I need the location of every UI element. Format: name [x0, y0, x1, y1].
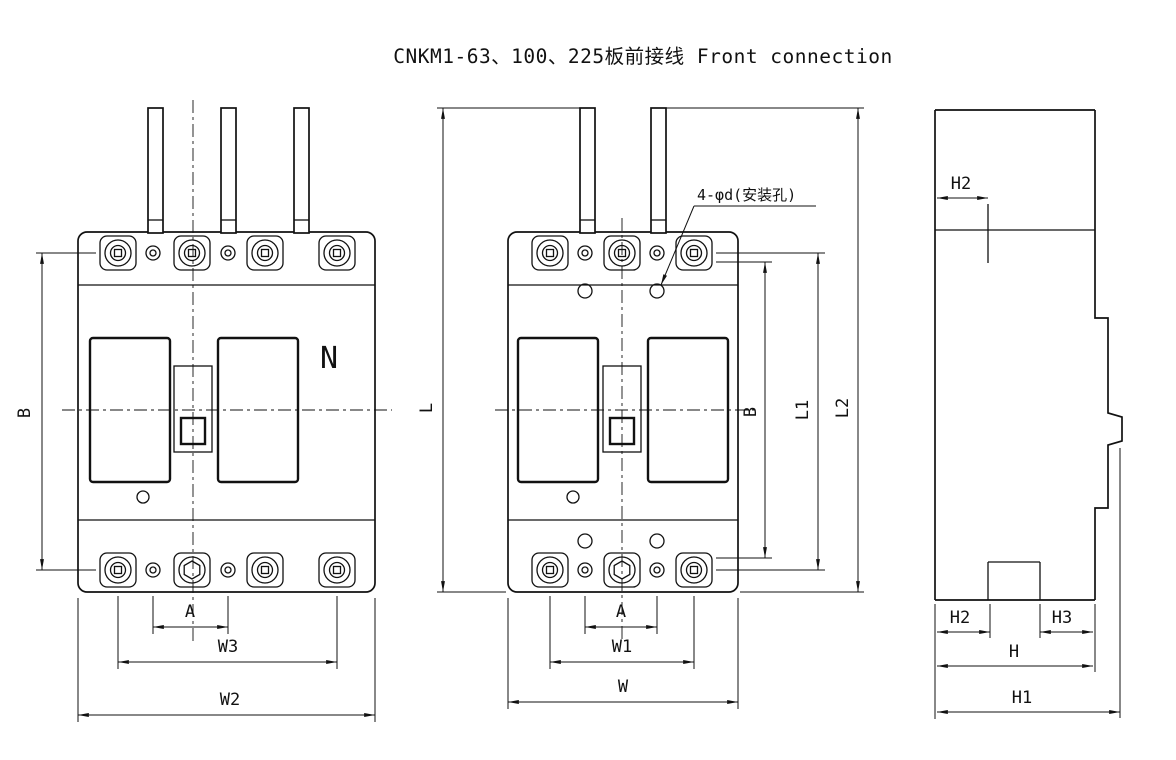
- mounting-note: 4-φd(安装孔): [697, 186, 796, 204]
- escutcheon: [88, 336, 300, 504]
- button-hole: [136, 490, 150, 504]
- drawing-title: CNKM1-63、100、225板前接线 Front connection: [393, 45, 892, 68]
- dim-label-l1: L1: [793, 400, 813, 420]
- dim-label-h: H: [1009, 642, 1019, 662]
- front-view-3pole: 4-φd(安装孔): [495, 107, 816, 642]
- breaker-body-outline: [507, 231, 739, 593]
- front-view-3pole-dimensions: L B L1 L2 A W1 W: [417, 107, 864, 709]
- dim-label-h2-bottom: H2: [950, 608, 970, 628]
- side-view-dimensions: H2 H2 H3 H H1: [934, 174, 1121, 719]
- mounting-holes: [577, 283, 665, 549]
- breaker-body-outline: [77, 231, 376, 593]
- button-hole: [566, 490, 580, 504]
- dim-label-h1: H1: [1012, 688, 1032, 708]
- dim-label-a-left: A: [185, 602, 195, 622]
- front-view-4pole-dimensions: B A W3 W2: [15, 252, 376, 722]
- terminal-tabs: [147, 107, 310, 234]
- front-view-4pole: N: [62, 100, 392, 642]
- dim-label-b-middle: B: [741, 407, 761, 417]
- dim-label-l2: L2: [833, 398, 853, 418]
- dim-label-b-left: B: [15, 408, 35, 418]
- dim-label-l: L: [417, 403, 437, 413]
- dim-label-h3: H3: [1052, 608, 1072, 628]
- mounting-hole-callout: 4-φd(安装孔): [660, 186, 816, 286]
- escutcheon: [516, 336, 730, 504]
- terminal-screws: [99, 235, 356, 588]
- dim-label-w: W: [618, 677, 629, 697]
- side-profile-outline: [934, 109, 1123, 601]
- dim-label-w1: W1: [612, 637, 632, 657]
- terminal-tabs: [579, 107, 667, 234]
- dim-label-h2-top: H2: [951, 174, 971, 194]
- dim-label-a-middle: A: [616, 602, 626, 622]
- dim-label-w3: W3: [218, 637, 238, 657]
- side-view: H2 H2 H3 H H1: [934, 109, 1123, 719]
- dim-label-w2: W2: [220, 690, 240, 710]
- neutral-pole-label: N: [320, 341, 338, 376]
